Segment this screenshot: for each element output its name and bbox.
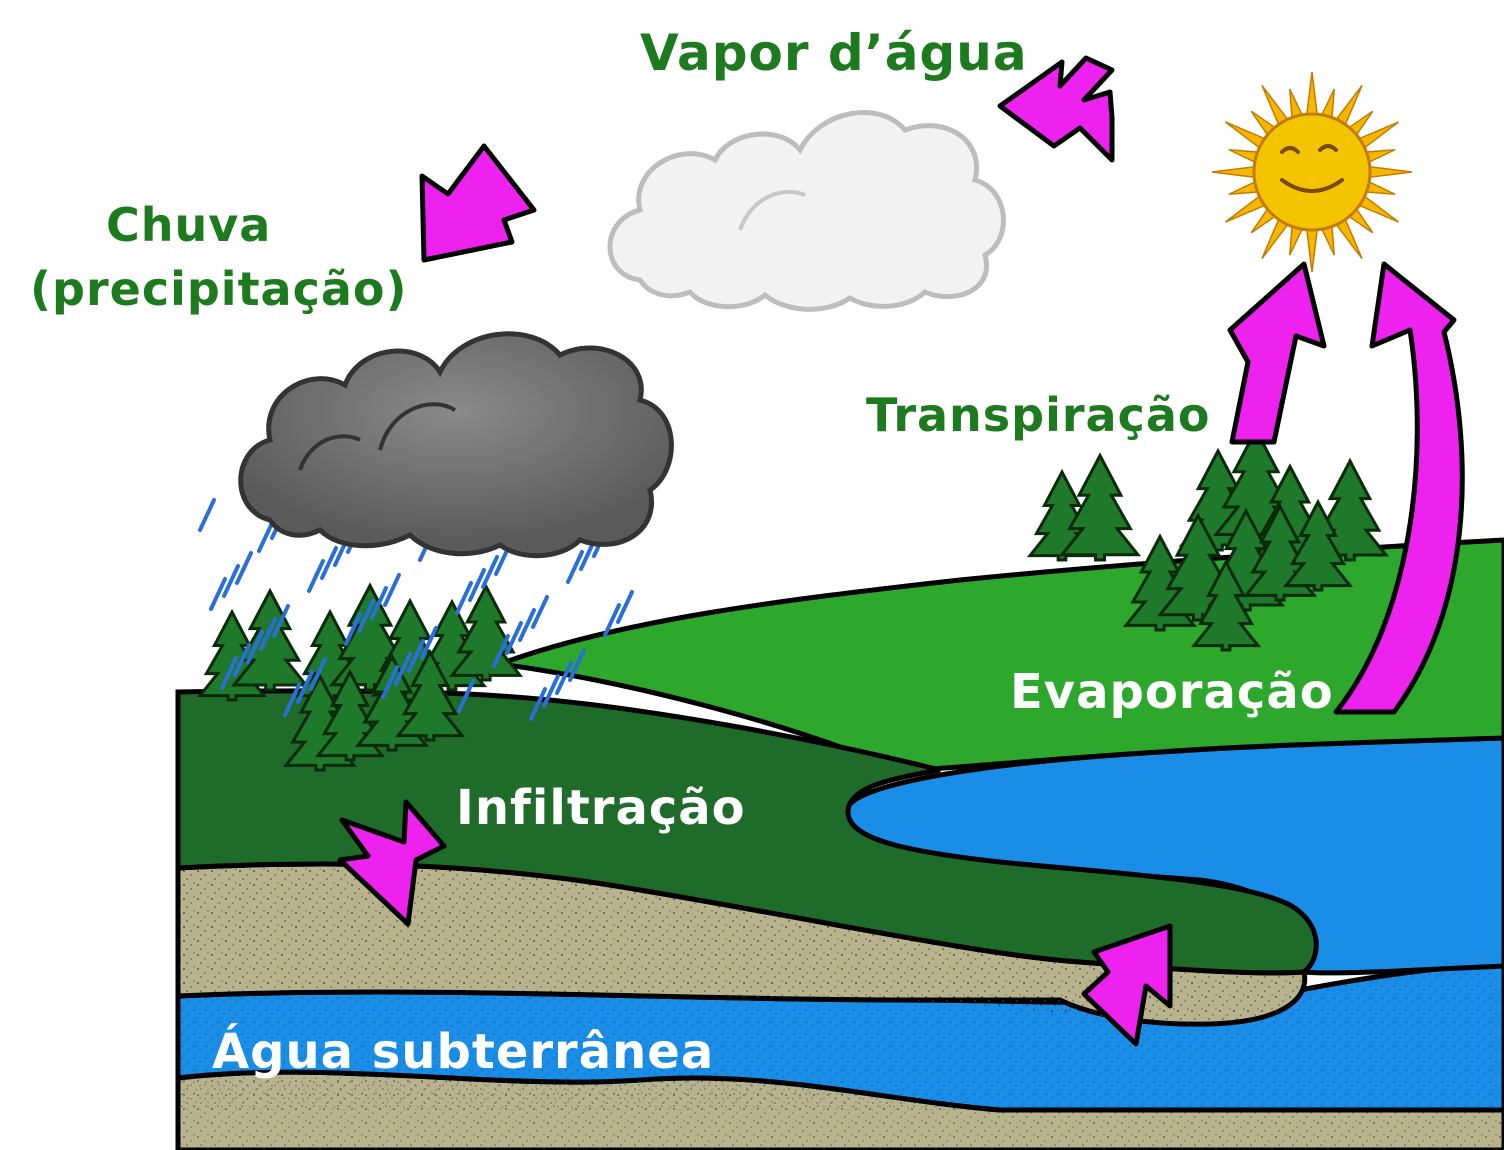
pine-tree-icon xyxy=(1190,558,1262,652)
sun-ray xyxy=(1335,84,1363,126)
rain-drop xyxy=(603,603,621,637)
rain-drop xyxy=(457,679,475,713)
rain-drop xyxy=(518,608,536,642)
rain-drop xyxy=(455,581,473,615)
rain-drop xyxy=(568,648,586,682)
sun-ray xyxy=(1365,148,1396,164)
rain-drop xyxy=(420,626,438,660)
dark-grass-land xyxy=(175,688,1319,976)
sun-ray xyxy=(1224,121,1266,149)
rain-drop xyxy=(566,550,584,584)
rain-drop xyxy=(542,674,560,708)
tree-group-left xyxy=(196,582,524,772)
vapor-arrow-icon xyxy=(997,55,1115,163)
rain-drop xyxy=(531,595,549,629)
rain-drop xyxy=(198,498,216,532)
sun-ray xyxy=(1358,121,1400,149)
rain-drop xyxy=(222,564,240,598)
label-evaporacao: Evaporação xyxy=(1010,664,1334,720)
rain-drop xyxy=(296,670,314,704)
tree-group-right xyxy=(1026,426,1390,652)
rain-drop xyxy=(555,661,573,695)
sun-ray xyxy=(1358,195,1400,223)
sun-ray xyxy=(1305,71,1319,115)
label-infiltracao: Infiltração xyxy=(456,780,746,836)
sun-ray xyxy=(1261,84,1289,126)
sun-ray xyxy=(1288,225,1304,256)
rain-drop xyxy=(257,519,275,553)
sun-ray xyxy=(1228,148,1259,164)
rain-drop xyxy=(246,630,264,664)
rain-drop xyxy=(283,683,301,717)
pine-tree-icon xyxy=(1282,498,1354,592)
sun-ray xyxy=(1369,165,1413,179)
sun-ray xyxy=(1228,180,1259,196)
evaporation-arrow-icon xyxy=(1333,261,1465,715)
sun-ray xyxy=(1365,180,1396,196)
pine-tree-icon xyxy=(1058,452,1142,562)
label-precipitacao: (precipitação) xyxy=(30,262,408,316)
rain-arrow-icon xyxy=(419,143,537,263)
infiltration-arrow-icon xyxy=(337,799,447,927)
rain-drop xyxy=(307,559,325,593)
rain-drop xyxy=(492,634,510,668)
label-chuva: Chuva xyxy=(106,198,272,252)
rain-drop xyxy=(370,586,388,620)
white-cloud-icon xyxy=(607,110,1006,312)
groundwater-arrow-icon xyxy=(1081,923,1173,1047)
rain-drop xyxy=(616,590,634,624)
rain-drop xyxy=(505,621,523,655)
rain-drop xyxy=(381,665,399,699)
rain-drop xyxy=(407,639,425,673)
label-vapor: Vapor d’água xyxy=(640,24,1028,82)
label-agua-subterranea: Água subterrânea xyxy=(212,1024,715,1080)
transpiration-arrow-icon xyxy=(1227,261,1327,445)
rain-drop xyxy=(209,577,227,611)
rain-drop xyxy=(259,617,277,651)
rain-drop xyxy=(235,551,253,585)
rain-drop xyxy=(320,546,338,580)
pine-tree-icon xyxy=(448,583,524,682)
sun-ray xyxy=(1224,195,1266,223)
rain-drop xyxy=(233,643,251,677)
sun-ray xyxy=(1320,225,1336,256)
rain-drop xyxy=(529,687,547,721)
rain-drop xyxy=(220,656,238,690)
sun-ray xyxy=(1211,165,1255,179)
rain-drop xyxy=(309,657,327,691)
rain-drop xyxy=(394,652,412,686)
rain-drop xyxy=(383,573,401,607)
rain-drop xyxy=(272,604,290,638)
sun-ray xyxy=(1305,229,1319,273)
rain-drop xyxy=(468,568,486,602)
sun-ray xyxy=(1335,218,1363,260)
rain-drop xyxy=(481,555,499,589)
rain-drop xyxy=(357,599,375,633)
sun-ray xyxy=(1288,88,1304,119)
label-transpiracao: Transpiração xyxy=(866,388,1211,442)
rain-drop xyxy=(344,612,362,646)
sun-ray xyxy=(1261,218,1289,260)
pine-tree-icon xyxy=(394,648,466,742)
rain-cloud-icon xyxy=(238,331,674,559)
smiling-sun-icon xyxy=(1211,71,1413,273)
soil-texture xyxy=(178,863,1305,1025)
sun-ray xyxy=(1320,88,1336,119)
